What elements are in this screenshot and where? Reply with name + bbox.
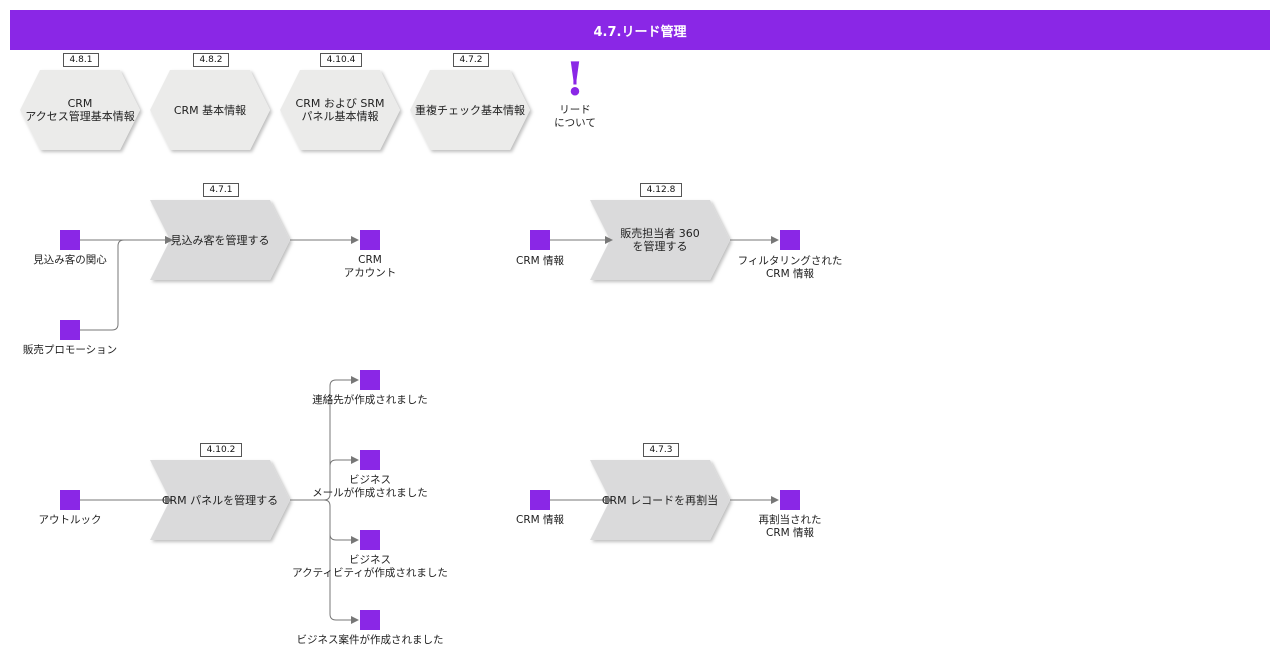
reference-label: CRM 基本情報	[173, 103, 247, 117]
process-tag: 4.12.8	[640, 183, 682, 197]
event-label: 見込み客の関心	[33, 254, 107, 266]
page-title: 4.7.リード管理	[10, 10, 1270, 50]
connector	[290, 376, 359, 501]
process-tag: 4.7.1	[203, 183, 239, 197]
process-chevron[interactable]	[590, 460, 730, 540]
event-square[interactable]	[360, 530, 380, 550]
event-label: ビジネス案件が作成されました	[296, 634, 444, 646]
connector	[290, 499, 359, 624]
reference-tag: 4.8.1	[63, 53, 99, 67]
event-square[interactable]	[60, 320, 80, 340]
reference-tag: 4.7.2	[453, 53, 489, 67]
event-square[interactable]	[360, 450, 380, 470]
reference-hexagon[interactable]	[20, 70, 140, 150]
process-chevron[interactable]	[150, 460, 290, 540]
reference-hexagon[interactable]	[280, 70, 400, 150]
event-label: 連絡先が作成されました	[312, 394, 428, 406]
process-label: 見込み客を管理する	[170, 233, 270, 247]
process-chevron[interactable]	[590, 200, 730, 280]
connector	[329, 456, 359, 467]
connector	[80, 236, 173, 331]
process-chevron[interactable]	[150, 200, 290, 280]
process-label: CRM パネルを管理する	[161, 493, 279, 507]
reference-hexagon[interactable]	[150, 70, 270, 150]
event-label: 販売プロモーション	[22, 344, 118, 356]
process-tag: 4.7.3	[643, 443, 679, 457]
event-square[interactable]	[360, 370, 380, 390]
event-square[interactable]	[530, 490, 550, 510]
event-label: アウトルック	[38, 514, 102, 526]
reference-tag: 4.10.4	[320, 53, 362, 67]
event-square[interactable]	[780, 490, 800, 510]
process-label: 販売担当者 360 を管理する	[620, 227, 700, 253]
event-square[interactable]	[360, 230, 380, 250]
reference-tag: 4.8.2	[193, 53, 229, 67]
event-label: ビジネスアクティビティが作成されました	[292, 554, 448, 579]
reference-label: 重複チェック基本情報	[415, 103, 525, 117]
reference-hexagon[interactable]	[410, 70, 530, 150]
process-tag: 4.10.2	[200, 443, 242, 457]
event-square[interactable]	[780, 230, 800, 250]
event-square[interactable]	[530, 230, 550, 250]
event-square[interactable]	[60, 230, 80, 250]
event-label: CRM 情報	[515, 514, 565, 526]
event-label: ビジネスメールが作成されました	[312, 474, 428, 499]
event-label: CRM 情報	[515, 255, 565, 267]
note-label: リード について	[554, 104, 596, 129]
connector	[329, 533, 359, 544]
event-square[interactable]	[60, 490, 80, 510]
event-square[interactable]	[360, 610, 380, 630]
process-label: CRM レコードを再割当	[601, 493, 719, 507]
exclamation-icon[interactable]: !	[564, 52, 586, 106]
